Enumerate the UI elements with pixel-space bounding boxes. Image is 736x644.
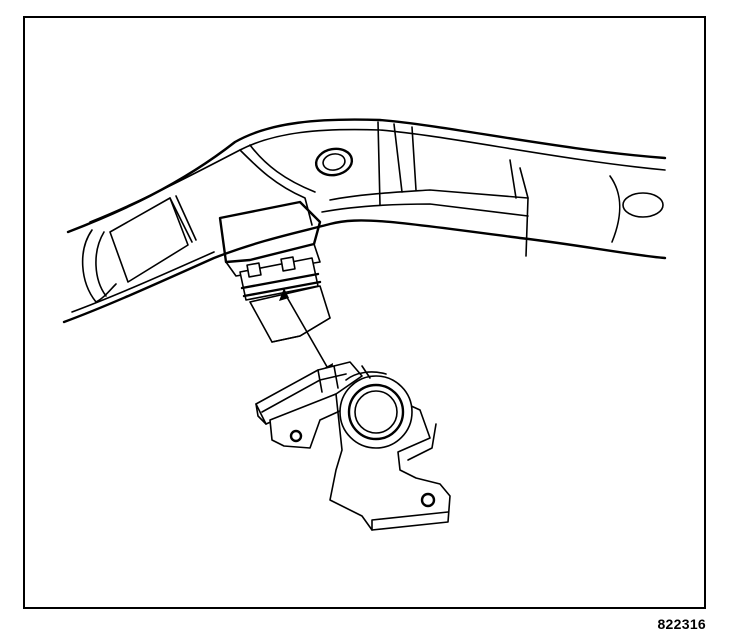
rubber-bushing xyxy=(239,256,331,343)
mounting-bracket xyxy=(255,361,451,531)
figure-number: 822316 xyxy=(657,616,706,632)
frame-crossmember xyxy=(62,118,667,324)
figure-frame xyxy=(23,16,706,609)
